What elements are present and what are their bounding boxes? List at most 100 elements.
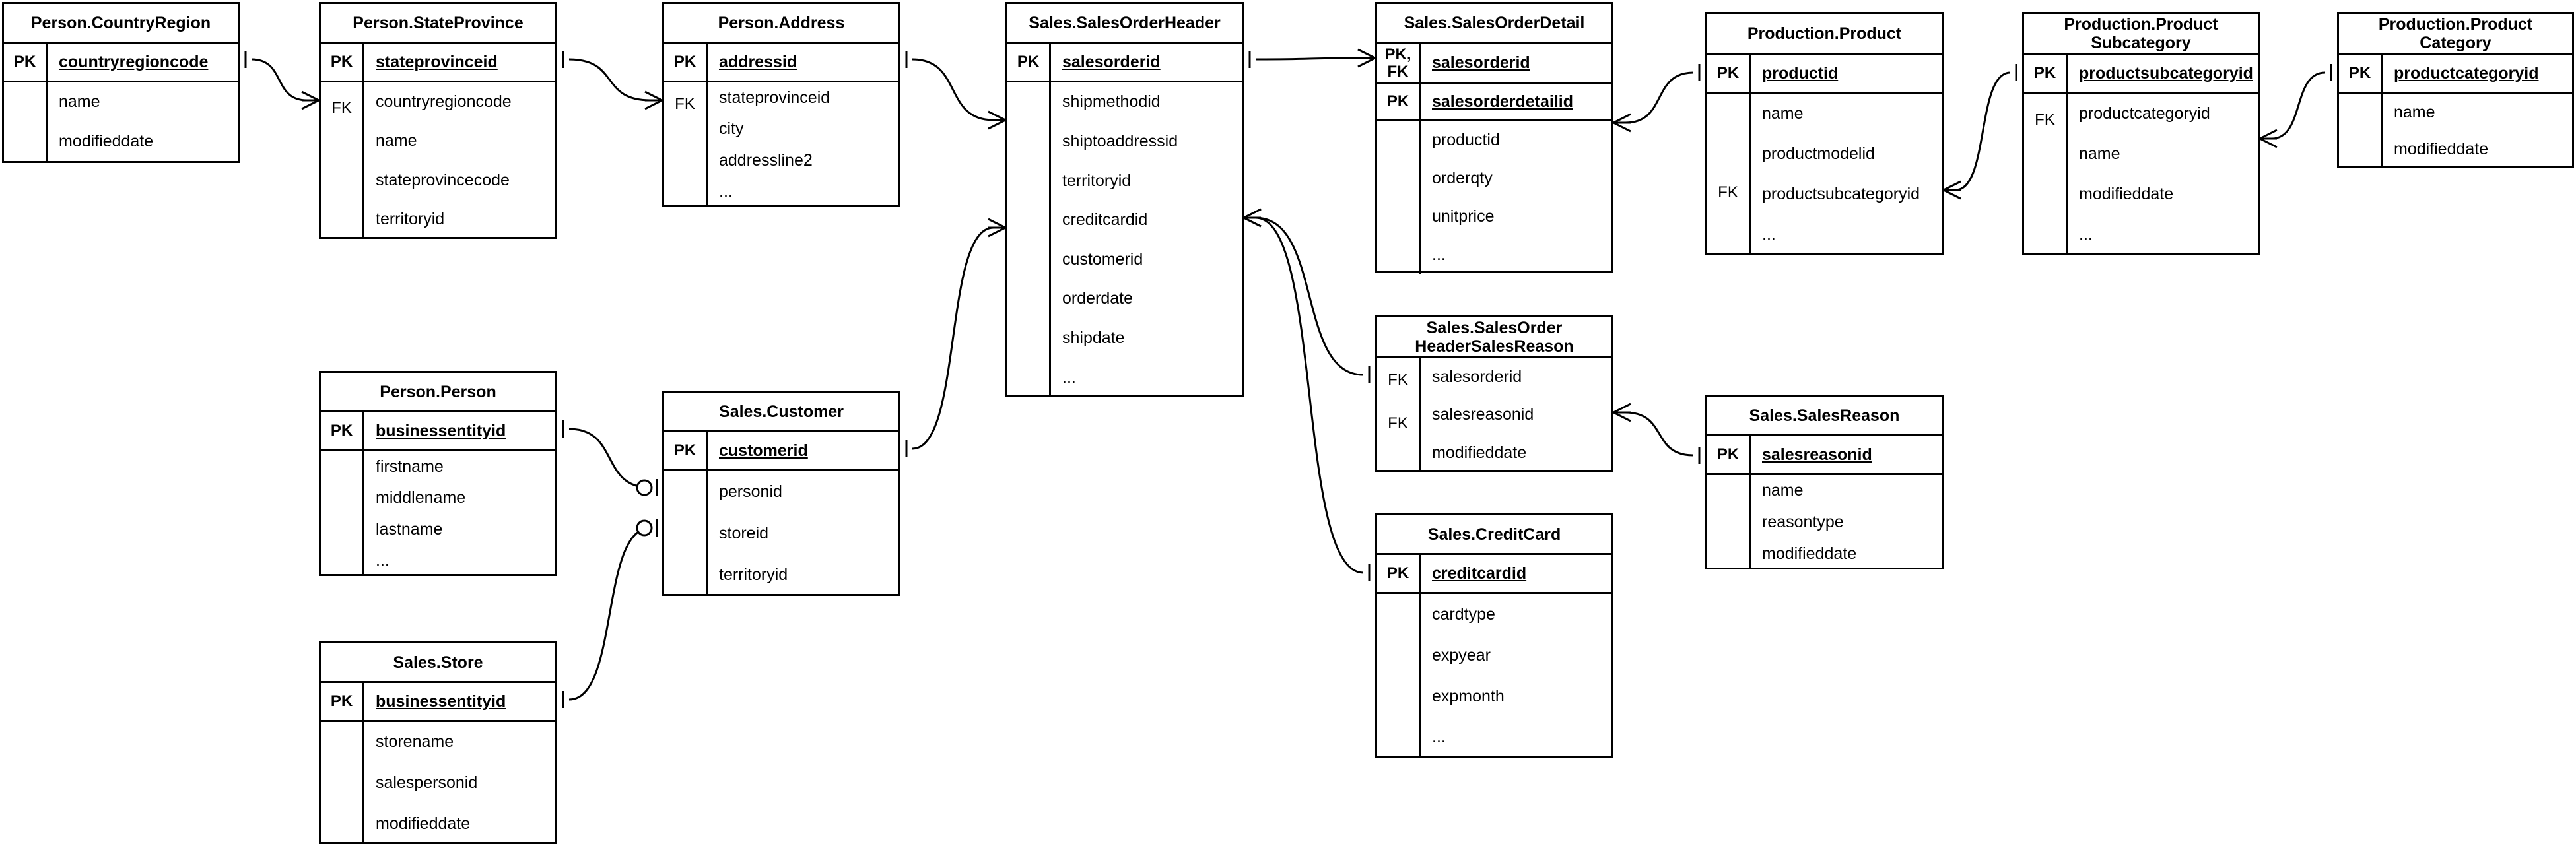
key-column — [1707, 475, 1751, 569]
attribute-name: creditcardid — [1062, 211, 1148, 230]
key-column: PK — [664, 432, 708, 469]
attribute-column: salesorderid — [1051, 44, 1242, 81]
key-badge-fk: FK — [331, 99, 352, 117]
attribute-name: ... — [1762, 225, 1776, 244]
cardinality-source-many — [1613, 403, 1631, 422]
key-badge-empty — [4, 122, 46, 162]
attribute-group: PK countryregioncode — [4, 44, 238, 81]
attribute-name: customerid — [1062, 249, 1143, 269]
attribute-column: businessentityid — [364, 412, 555, 449]
key-badge-pk: PK — [13, 53, 36, 71]
attribute-name: name — [2079, 145, 2120, 163]
attribute-name: productid — [1432, 130, 1500, 149]
attribute-name: productsubcategoryid — [1762, 185, 1920, 203]
key-badge-empty — [321, 204, 362, 239]
attribute-name: unitprice — [1432, 207, 1495, 226]
attribute-name: ... — [2079, 225, 2093, 244]
key-badge-empty — [664, 180, 706, 207]
key-badge-pk: PK — [1017, 53, 1040, 71]
key-column — [2339, 94, 2383, 168]
cardinality-source-many — [1243, 208, 1262, 228]
attribute-name: shipmethodid — [1062, 92, 1161, 112]
key-badge-empty — [321, 545, 362, 576]
key-badge-empty — [1707, 538, 1749, 569]
attribute-name: middlename — [376, 488, 466, 507]
attribute-name: salespersonid — [376, 773, 478, 792]
attribute-name: customerid — [719, 441, 808, 460]
key-column: FK — [2024, 94, 2068, 255]
key-column: PK — [2024, 55, 2068, 92]
attribute-name: shipdate — [1062, 329, 1125, 348]
key-badge-fk: FK — [2035, 111, 2055, 129]
attribute-name: businessentityid — [376, 421, 506, 440]
key-badge-empty — [664, 471, 706, 513]
key-badge-empty — [321, 482, 362, 513]
key-badge-empty — [321, 514, 362, 545]
attribute-group: shipmethodid shiptoaddressid territoryid cr… — [1007, 81, 1242, 397]
key-badge-fk: FK — [675, 95, 695, 114]
key-column — [1377, 594, 1421, 758]
key-badge-empty — [1707, 218, 1749, 255]
key-badge-empty — [1707, 507, 1749, 538]
attribute-name: territoryid — [1062, 171, 1132, 190]
key-badge-empty — [1377, 594, 1419, 635]
key-column: FK — [1707, 94, 1751, 255]
attribute-name: stateprovinceid — [719, 88, 830, 108]
key-column: PK — [321, 683, 364, 720]
key-column: PK — [1707, 55, 1751, 92]
key-badge-fk: FK — [1718, 183, 1738, 201]
key-badge-empty — [2339, 94, 2381, 131]
key-badge-pk: PK — [2348, 64, 2371, 82]
attribute-name: ... — [376, 550, 390, 569]
attribute-name: cardtype — [1432, 604, 1495, 624]
attribute-name: shiptoaddressid — [1062, 131, 1178, 150]
attribute-name: salesreasonid — [1432, 405, 1534, 424]
entity-title: Sales.SalesOrderHeader — [1007, 4, 1242, 44]
key-badge-empty — [321, 763, 362, 804]
attribute-name: territoryid — [719, 566, 788, 584]
key-column — [1007, 82, 1051, 397]
key-column: FK — [664, 82, 708, 207]
key-column — [321, 722, 364, 844]
key-badge-fk: FK — [1388, 371, 1408, 389]
key-column — [321, 451, 364, 576]
key-badge-empty — [2339, 131, 2381, 169]
attribute-column: countryregioncode — [48, 44, 238, 81]
attribute-name: lastname — [376, 519, 443, 538]
rel-countryregion-stateprovince — [244, 51, 320, 110]
attribute-name: productmodelid — [1762, 145, 1875, 163]
